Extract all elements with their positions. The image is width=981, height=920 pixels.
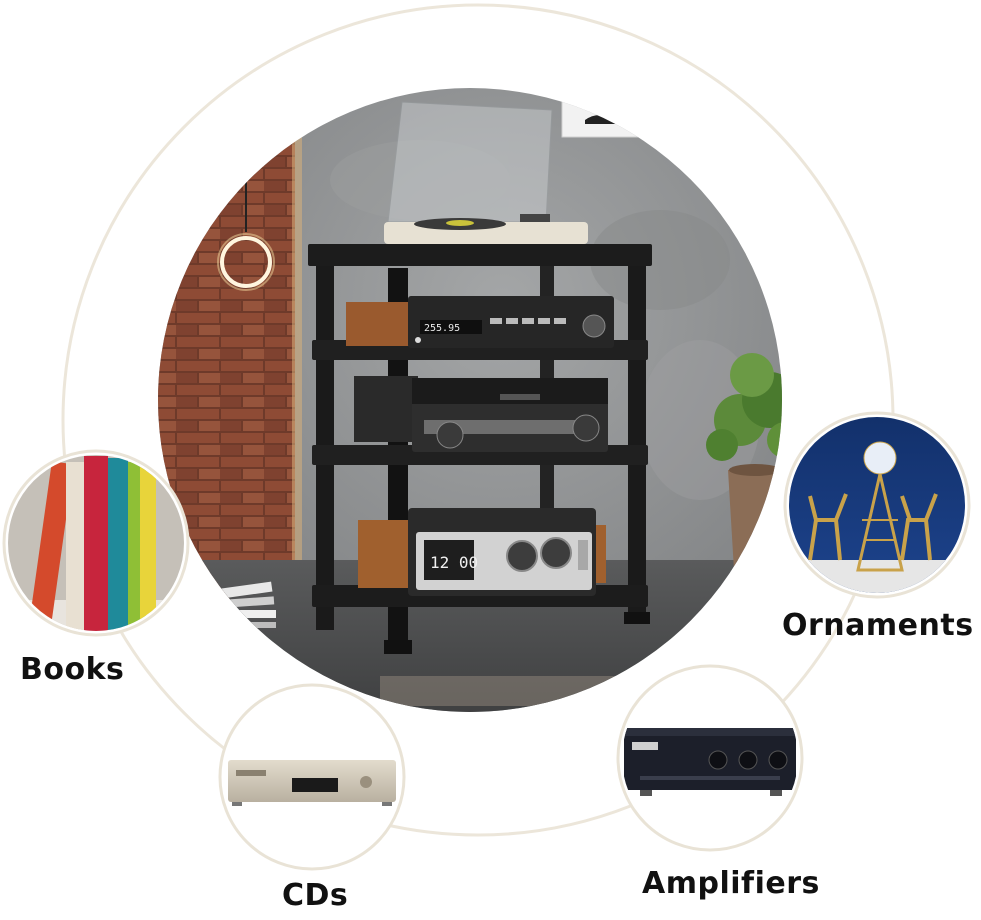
- deer-ornament-icon: [789, 417, 965, 593]
- amplifier-thumb-icon: [624, 728, 796, 796]
- books-icon: [8, 455, 184, 631]
- radio-icon: 12 00: [358, 508, 606, 596]
- cds-label: CDs: [282, 878, 349, 913]
- clock-display: 12 00: [430, 553, 478, 572]
- receiver-display: 255.95: [424, 323, 460, 334]
- amplifiers-label: Amplifiers: [642, 866, 820, 901]
- rug: [380, 676, 640, 706]
- receiver-icon: 255.95: [346, 296, 614, 348]
- cds-thumbnail: [218, 683, 406, 871]
- books-thumbnail: [2, 449, 190, 637]
- main-scene: 255.95: [156, 86, 784, 714]
- magazines: [221, 581, 276, 628]
- plant-icon: [706, 353, 782, 570]
- amplifier-icon: [354, 376, 608, 452]
- ornaments-label: Ornaments: [782, 608, 974, 643]
- cd-player-icon: [228, 760, 396, 806]
- wall-picture: [561, 94, 655, 138]
- books-label: Books: [20, 652, 125, 687]
- ornaments-thumbnail: [783, 411, 971, 599]
- amplifiers-thumbnail: [616, 664, 804, 852]
- turntable-icon: [384, 101, 588, 244]
